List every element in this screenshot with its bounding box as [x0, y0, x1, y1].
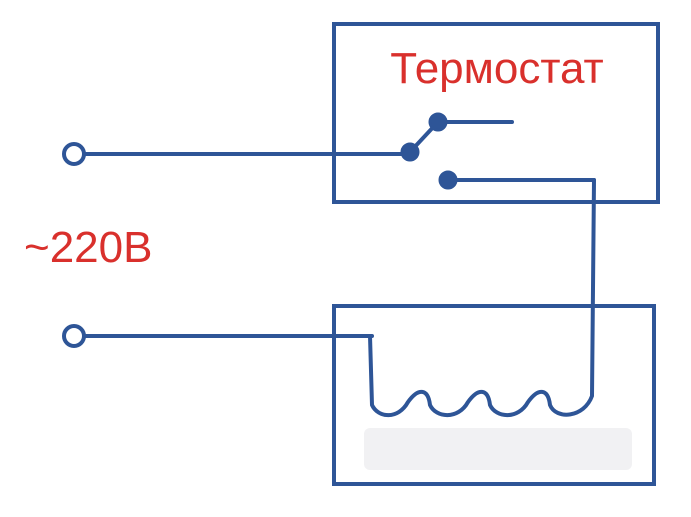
thermostat-label: Термостат	[390, 44, 603, 93]
terminal-bottom-icon	[62, 324, 86, 348]
switch-upper-contact-icon	[428, 112, 448, 132]
heater-box	[332, 304, 656, 486]
heating-coil-icon	[368, 178, 596, 418]
heater-block	[332, 178, 656, 486]
thermostat-block: Термостат	[332, 22, 660, 204]
heater-caption-fade	[364, 428, 632, 470]
supply-voltage-label: ~220В	[24, 223, 152, 272]
switch-pivot-contact-icon	[400, 142, 420, 162]
switch-lower-contact-icon	[438, 170, 458, 190]
thermostat-box	[332, 22, 660, 204]
terminal-top-icon	[62, 142, 86, 166]
supply-wiring	[62, 112, 596, 348]
